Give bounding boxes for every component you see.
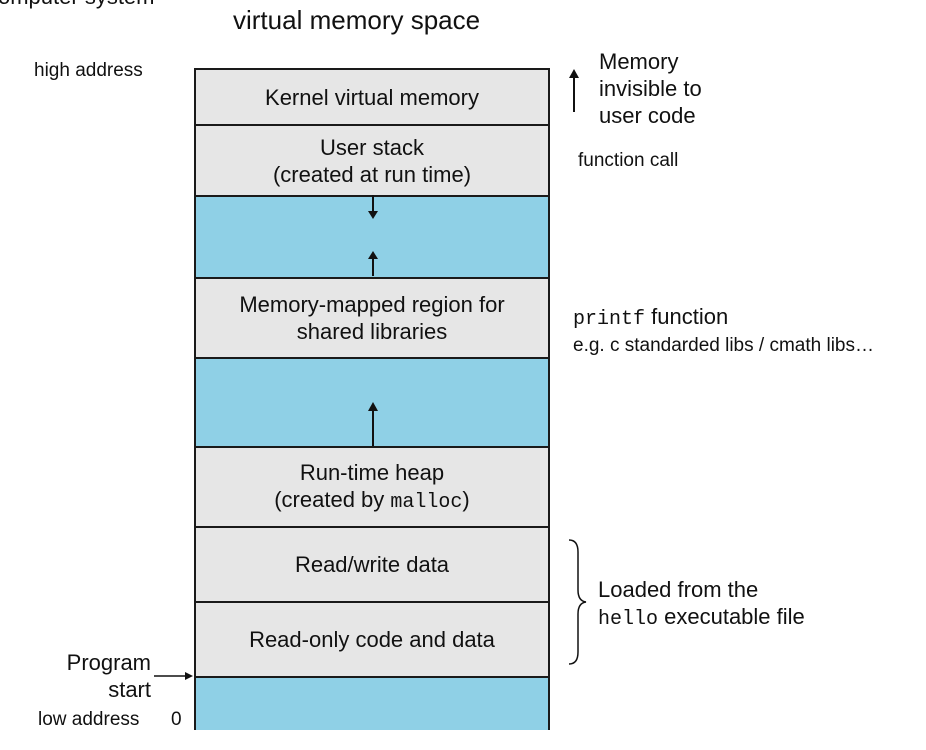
libraries-example-note: e.g. c standarded libs / cmath libs… (573, 335, 874, 356)
function-call-note: function call (578, 150, 679, 171)
program-start-label: Program start (66, 650, 151, 702)
segment-kernel-label: Kernel virtual memory (265, 84, 479, 110)
program-start-arrow-icon (154, 672, 193, 680)
segment-heap-note: (created by malloc) (274, 486, 470, 514)
segment-user-stack-note: (created at run time) (272, 161, 472, 187)
heap-growth-arrow-icon (368, 402, 378, 446)
high-address-label: high address (34, 60, 143, 81)
segment-kernel-virtual-memory: Kernel virtual memory (196, 70, 548, 126)
segment-bottom-unused (196, 678, 548, 730)
segment-run-time-heap: Run-time heap (created by malloc) (196, 448, 548, 528)
loaded-brace-icon (568, 539, 587, 665)
segment-read-write-data: Read/write data (196, 528, 548, 603)
segment-read-only-code: Read-only code and data (196, 603, 548, 678)
loaded-from-note: Loaded from the hello executable file (598, 577, 805, 631)
segment-mmap-label-line2: shared libraries (296, 319, 448, 344)
segment-user-stack: User stack (created at run time) (196, 126, 548, 197)
invisible-note: Memory invisible to user code (599, 49, 702, 128)
diagram-title: virtual memory space (233, 5, 481, 35)
segment-heap-label: Run-time heap (299, 459, 445, 485)
segment-mmap-label: Memory-mapped region for (239, 292, 505, 317)
memory-layout-stack: Kernel virtual memory User stack (create… (194, 68, 550, 730)
segment-memory-mapped-region: Memory-mapped region for shared librarie… (196, 279, 548, 359)
zero-address-label: 0 (171, 709, 182, 730)
cut-off-heading: omputer system (0, 0, 155, 10)
invisible-memory-arrow-icon (569, 69, 579, 112)
stack-growth-arrow-icon (368, 195, 378, 219)
segment-user-stack-label: User stack (320, 134, 424, 160)
segment-rw-label: Read/write data (294, 552, 450, 577)
segment-ro-label: Read-only code and data (249, 627, 495, 652)
printf-function-note: printf function (573, 304, 729, 331)
mmap-growth-arrow-icon (368, 251, 378, 276)
low-address-label: low address (38, 709, 140, 730)
